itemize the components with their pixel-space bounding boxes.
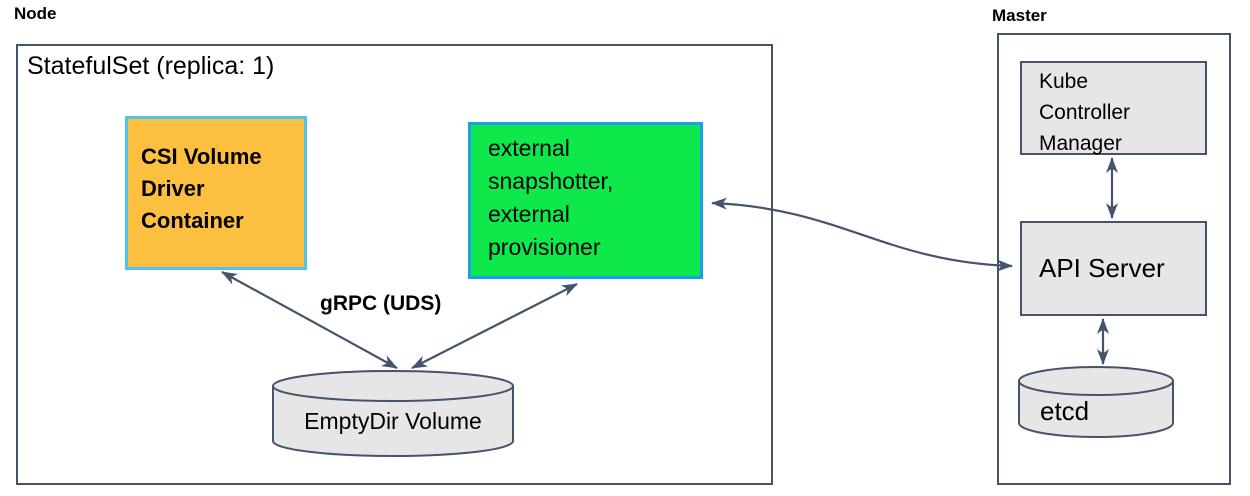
kube-controller-manager-box: Kube Controller Manager — [1020, 61, 1207, 155]
kcm-line-1: Kube — [1039, 70, 1089, 93]
api-server-label: API Server — [1039, 253, 1165, 283]
emptydir-volume-label: EmptyDir Volume — [304, 408, 482, 434]
external-sidecars-box: external snapshotter, external provision… — [468, 122, 703, 279]
api-server-box: API Server — [1020, 221, 1207, 316]
statefulset-title: StatefulSet (replica: 1) — [27, 52, 275, 80]
sidecar-box-line-1: external — [488, 135, 570, 161]
kcm-line-3: Manager — [1039, 132, 1122, 155]
csi-box-line-2: Driver — [141, 176, 205, 201]
csi-box-line-3: Container — [141, 208, 244, 233]
kcm-line-2: Controller — [1039, 101, 1131, 124]
etcd-label: etcd — [1040, 396, 1090, 426]
master-section-label: Master — [992, 6, 1047, 25]
csi-box-line-1: CSI Volume — [141, 144, 262, 169]
csi-volume-driver-box: CSI Volume Driver Container — [125, 116, 307, 270]
node-section-label: Node — [14, 4, 57, 23]
sidecar-box-line-2: snapshotter, — [488, 168, 614, 194]
sidecar-box-line-3: external — [488, 201, 570, 227]
grpc-uds-label: gRPC (UDS) — [320, 292, 442, 315]
sidecar-box-line-4: provisioner — [488, 234, 601, 260]
